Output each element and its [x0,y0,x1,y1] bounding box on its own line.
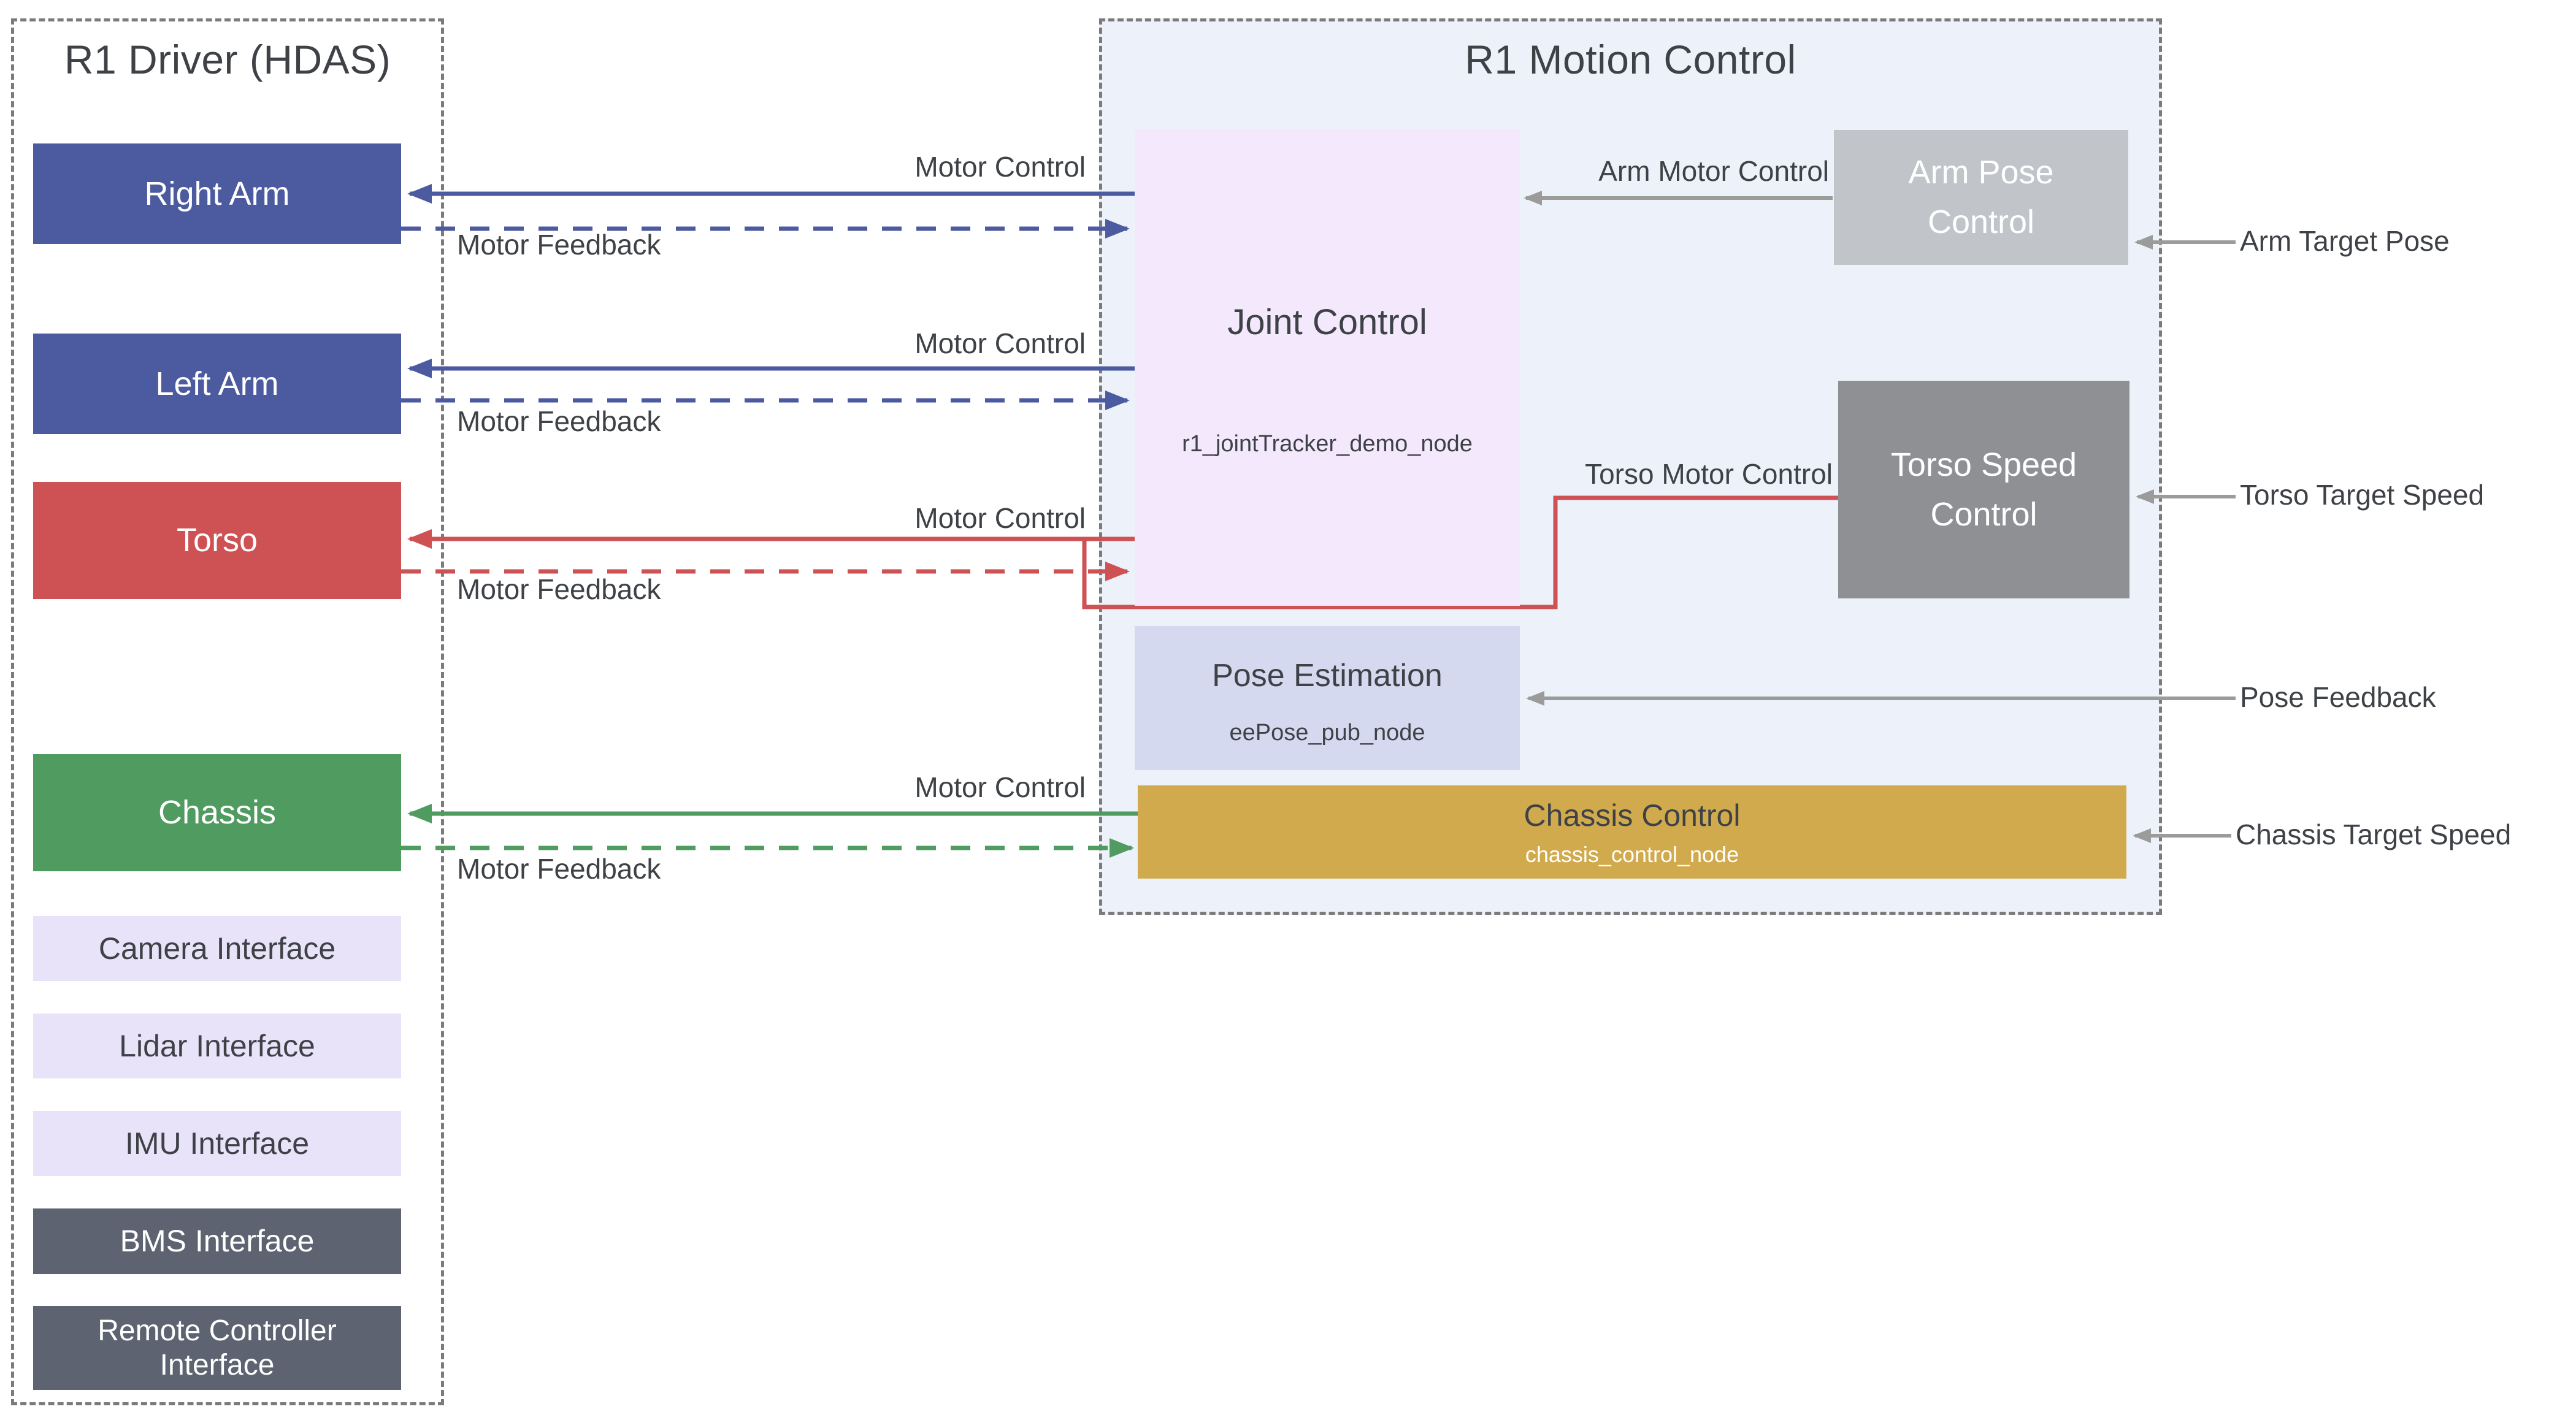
label-motor-control-left-arm: Motor Control [914,327,1086,359]
node-chassis: Chassis [33,754,401,871]
label-motor-feedback-left-arm: Motor Feedback [457,405,661,437]
label-torso-target-speed: Torso Target Speed [2240,479,2485,511]
chassis-control-node-name: chassis_control_node [1525,842,1739,867]
label-motor-control-right-arm: Motor Control [914,151,1086,183]
node-imu-interface: IMU Interface [33,1111,401,1176]
label-motor-control-chassis: Motor Control [914,771,1086,803]
node-joint-control: Joint Control r1_jointTracker_demo_node [1135,129,1520,606]
label-pose-feedback: Pose Feedback [2240,681,2436,713]
pose-estimation-node-name: eePose_pub_node [1229,720,1425,746]
node-torso: Torso [33,482,401,599]
label-motor-control-torso: Motor Control [914,502,1086,534]
node-camera-interface: Camera Interface [33,916,401,981]
node-bms-interface: BMS Interface [33,1208,401,1274]
label-motor-feedback-chassis: Motor Feedback [457,853,661,885]
node-remote-controller-interface: Remote Controller Interface [33,1306,401,1390]
label-motor-feedback-right-arm: Motor Feedback [457,229,661,261]
torso-speed-control-label: Torso Speed Control [1890,446,2077,533]
joint-control-label: Joint Control [1227,302,1427,342]
node-lidar-interface: Lidar Interface [33,1013,401,1078]
label-motor-feedback-torso: Motor Feedback [457,573,661,605]
pose-estimation-label: Pose Estimation [1212,658,1443,693]
label-torso-motor-control: Torso Motor Control [1585,458,1833,490]
arm-pose-control-label: Arm Pose Control [1908,154,2054,240]
node-chassis-control: Chassis Control chassis_control_node [1138,785,2126,879]
node-right-arm: Right Arm [33,143,401,244]
node-pose-estimation: Pose Estimation eePose_pub_node [1135,626,1520,770]
node-torso-speed-control: Torso Speed Control [1838,381,2129,598]
label-arm-motor-control: Arm Motor Control [1598,155,1829,187]
label-chassis-target-speed: Chassis Target Speed [2236,819,2512,850]
label-arm-target-pose: Arm Target Pose [2240,225,2450,257]
driver-title: R1 Driver (HDAS) [64,37,391,82]
node-left-arm: Left Arm [33,334,401,434]
node-arm-pose-control: Arm Pose Control [1834,130,2128,265]
motion-title: R1 Motion Control [1465,37,1796,82]
joint-control-node-name: r1_jointTracker_demo_node [1182,431,1473,457]
chassis-control-label: Chassis Control [1524,798,1741,833]
